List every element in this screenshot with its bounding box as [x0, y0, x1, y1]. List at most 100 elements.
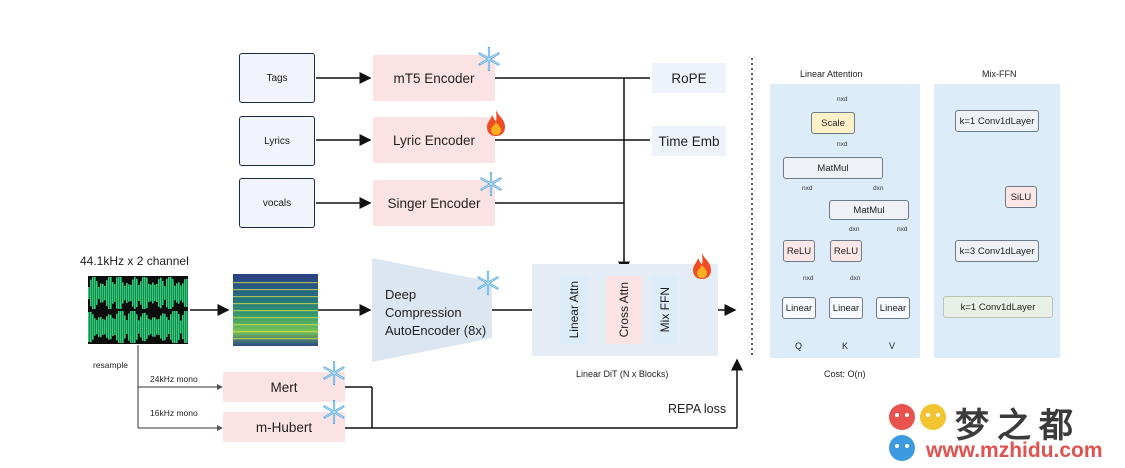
- spectrogram-band: [233, 289, 318, 291]
- resample-label: resample: [93, 360, 128, 370]
- dcae-shape: [372, 258, 492, 362]
- waveform-bar: [104, 319, 106, 335]
- waveform-bar: [112, 318, 114, 336]
- waveform-bar: [88, 287, 90, 299]
- waveform-bar: [124, 285, 126, 301]
- waveform-bar: [116, 277, 118, 309]
- waveform-bar: [178, 313, 180, 341]
- relu-q-box: ReLU: [783, 240, 815, 262]
- waveform-bar: [154, 284, 156, 302]
- spectrogram-band: [233, 310, 318, 312]
- dcae-label: Deep Compression AutoEncoder (8x): [385, 286, 486, 340]
- waveform-bar: [144, 277, 146, 309]
- mono-24k-label: 24kHz mono: [150, 374, 198, 384]
- waveform-bar: [142, 277, 144, 309]
- dim-label: nxd: [837, 141, 848, 148]
- watermark-logo-icon: [889, 404, 946, 461]
- waveform-bar: [174, 311, 176, 343]
- waveform-bar: [140, 316, 142, 338]
- waveform-bar: [120, 277, 122, 309]
- waveform-bar: [172, 279, 174, 307]
- waveform-bar: [90, 311, 92, 343]
- waveform-bar: [146, 277, 148, 309]
- spectrogram-band: [233, 317, 318, 319]
- waveform-bar: [88, 312, 90, 342]
- mix-ffn-label: Mix FFN: [657, 287, 672, 333]
- mono-16k-label: 16kHz mono: [150, 408, 198, 418]
- linear-attn-label: Linear Attn: [567, 281, 581, 339]
- waveform-bar: [120, 311, 122, 343]
- waveform-bar: [170, 314, 172, 340]
- waveform-bar: [142, 313, 144, 341]
- waveform-bar: [184, 279, 186, 307]
- matmul-top-box: MatMul: [783, 157, 883, 179]
- conv-k3-box: k=3 Conv1dLayer: [955, 240, 1039, 262]
- dim-label: nxd: [802, 185, 813, 192]
- waveform-bar: [132, 311, 134, 343]
- waveform-bar: [138, 320, 140, 334]
- snowflake-icon: [480, 171, 502, 197]
- dcae-line2: Compression: [385, 305, 462, 320]
- waveform-bar: [140, 281, 142, 305]
- dim-label: nxd: [837, 96, 848, 103]
- scale-box: Scale: [811, 112, 855, 134]
- waveform-bar: [144, 312, 146, 342]
- waveform-bar: [174, 285, 176, 301]
- waveform-bar: [118, 277, 120, 309]
- waveform-bar: [170, 277, 172, 309]
- waveform-bar: [150, 284, 152, 302]
- tags-input: Tags: [239, 53, 315, 103]
- snowflake-icon: [323, 399, 345, 425]
- waveform-bar: [162, 280, 164, 306]
- waveform-bar: [106, 280, 108, 306]
- waveform-bar: [166, 316, 168, 338]
- dit-caption: Linear DiT (N x Blocks): [576, 369, 669, 379]
- singer-encoder: Singer Encoder: [373, 180, 495, 226]
- waveform-bar: [138, 284, 140, 302]
- relu-k-box: ReLU: [830, 240, 862, 262]
- waveform-bar: [134, 277, 136, 309]
- spectrogram-band: [233, 282, 318, 284]
- watermark-text: 梦之都: [955, 407, 1081, 445]
- waveform-bar: [94, 318, 96, 336]
- v-label: V: [889, 341, 896, 351]
- waveform-bar: [100, 316, 102, 338]
- waveform-bar: [156, 319, 158, 335]
- waveform-bar: [128, 284, 130, 302]
- spectrogram-band: [233, 331, 318, 333]
- fire-icon: [693, 253, 711, 279]
- waveform-bar: [130, 311, 132, 343]
- linear-attention-title: Linear Attention: [800, 69, 863, 79]
- waveform-bar: [148, 283, 150, 303]
- cross-attn-label: Cross Attn: [617, 282, 631, 338]
- waveform-bar: [176, 283, 178, 303]
- vocals-input: vocals: [239, 178, 315, 228]
- waveform-bar: [98, 317, 100, 337]
- waveform-image: [88, 276, 188, 344]
- waveform-bar: [114, 318, 116, 336]
- cross-attn-block: Cross Attn: [606, 276, 642, 344]
- waveform-bar: [128, 313, 130, 341]
- dim-label: dxn: [873, 185, 884, 192]
- waveform-bar: [158, 318, 160, 336]
- waveform-bar: [118, 311, 120, 343]
- lyrics-input: Lyrics: [239, 116, 315, 166]
- q-label: Q: [795, 341, 803, 351]
- waveform-bar: [160, 277, 162, 309]
- waveform-bar: [158, 279, 160, 307]
- linear-attn-block: Linear Attn: [560, 276, 588, 344]
- cost-label: Cost: O(n): [824, 369, 866, 379]
- waveform-bar: [102, 318, 104, 336]
- waveform-bar: [110, 277, 112, 309]
- waveform-bar: [160, 315, 162, 339]
- waveform-bar: [164, 286, 166, 300]
- linear-k-box: Linear: [829, 297, 863, 319]
- waveform-bar: [134, 311, 136, 343]
- snowflake-icon: [478, 46, 500, 72]
- conv-k1-bottom-box: k=1 Conv1dLayer: [943, 296, 1053, 318]
- waveform-bar: [106, 316, 108, 338]
- waveform-bar: [136, 314, 138, 340]
- matmul-bottom-box: MatMul: [829, 200, 909, 220]
- snowflake-icon: [477, 270, 499, 296]
- waveform-bar: [124, 315, 126, 339]
